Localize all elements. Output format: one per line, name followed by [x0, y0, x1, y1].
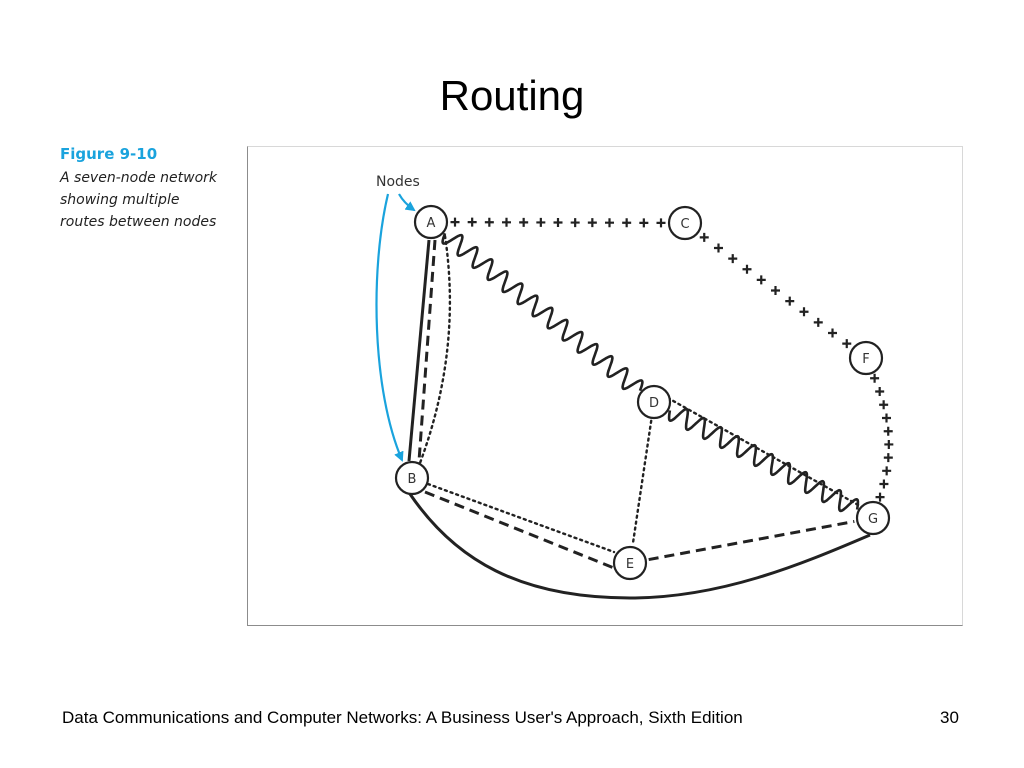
plus-mark [842, 339, 852, 349]
link-a-b-dashed [417, 239, 437, 462]
plus-mark [502, 217, 511, 227]
link-b-e-dotted [426, 482, 616, 554]
plus-mark [785, 296, 795, 306]
node-f: F [848, 340, 884, 376]
plus-mark [587, 218, 597, 228]
node-b: B [394, 460, 430, 496]
plus-mark [699, 232, 709, 242]
link-d-g-dotted [666, 396, 862, 508]
plus-mark [879, 400, 889, 410]
plus-mark [519, 217, 529, 227]
plus-mark [605, 218, 614, 228]
plus-mark [656, 218, 666, 228]
plus-mark [484, 217, 494, 227]
svg-text:G: G [868, 512, 878, 527]
svg-text:A: A [427, 216, 436, 231]
figure-caption: Figure 9-10 A seven-node network showing… [60, 145, 240, 233]
link-b-g-solid-curve [408, 493, 871, 600]
link-d-g-wavy [667, 407, 860, 513]
link-a-c-plus [450, 217, 666, 228]
svg-text:D: D [649, 396, 659, 411]
plus-mark [728, 254, 738, 264]
plus-mark [771, 286, 780, 295]
figure-number: Figure 9-10 [60, 145, 158, 163]
plus-mark [883, 426, 893, 436]
link-a-b-solid [407, 239, 431, 462]
plus-mark [884, 439, 894, 449]
plus-mark [553, 218, 563, 227]
svg-text:E: E [626, 557, 634, 572]
plus-mark [870, 373, 880, 383]
link-a-d-wavy [441, 232, 644, 392]
plus-mark [828, 328, 838, 338]
link-b-e-dashed [424, 490, 615, 570]
svg-text:B: B [408, 472, 417, 487]
plus-mark [875, 387, 885, 397]
plus-mark [622, 218, 632, 228]
link-c-f-plus [699, 232, 852, 349]
link-f-g-plus [870, 373, 894, 502]
plus-mark [467, 217, 477, 227]
svg-text:C: C [680, 217, 689, 232]
node-d: D [636, 384, 672, 420]
page-number: 30 [940, 708, 959, 727]
node-g: G [855, 500, 891, 536]
plus-mark [879, 479, 889, 489]
svg-text:F: F [862, 352, 869, 367]
link-a-b-dotted [418, 234, 452, 465]
slide-footer: Data Communications and Computer Network… [62, 708, 743, 727]
caption-line-2: showing multiple [60, 192, 180, 208]
plus-mark [570, 218, 580, 228]
plus-mark [813, 317, 823, 327]
slide-title: Routing [439, 72, 585, 119]
node-c: C [667, 205, 703, 241]
caption-line-1: A seven-node network [60, 170, 218, 186]
plus-mark [882, 466, 892, 476]
node-a: A [413, 204, 449, 240]
plus-mark [639, 218, 649, 228]
caption-line-3: routes between nodes [60, 214, 217, 230]
nodes-callout-label: Nodes [376, 174, 420, 190]
figure-frame [247, 146, 963, 626]
plus-mark [881, 413, 891, 423]
plus-mark [450, 217, 460, 227]
link-e-g-dashed [648, 519, 855, 562]
callout-arrow-to-b [375, 193, 404, 462]
plus-mark [875, 492, 885, 502]
plus-mark [742, 264, 752, 274]
plus-mark [799, 307, 809, 317]
link-d-e-dotted [631, 419, 653, 546]
plus-mark [883, 453, 893, 463]
plus-mark [756, 275, 766, 285]
callout-arrow-to-a [398, 193, 416, 212]
figure-caption-text: A seven-node network showing multiple ro… [60, 167, 240, 233]
plus-mark [536, 217, 546, 227]
node-e: E [612, 545, 648, 581]
plus-mark [713, 243, 723, 253]
